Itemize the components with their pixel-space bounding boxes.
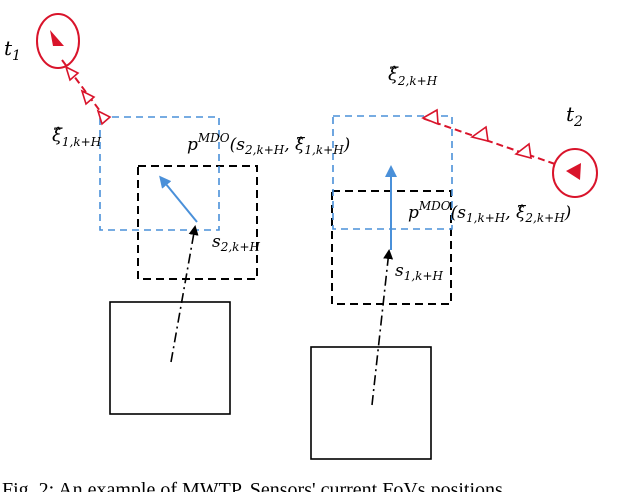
target-t1-trajectory-marker-2 bbox=[80, 89, 96, 106]
label-t2: t2 bbox=[566, 102, 583, 130]
predicted-fov-sensor-2 bbox=[99, 116, 220, 231]
sensor-1-motion-arrow bbox=[371, 249, 394, 406]
target-t1-trajectory-marker-3 bbox=[96, 109, 112, 126]
target-t2-trajectory-marker-1 bbox=[514, 142, 532, 160]
label-s-2: s2,k+H bbox=[212, 232, 261, 254]
label-t1: t1 bbox=[4, 36, 21, 64]
sensor-2-motion-arrow bbox=[170, 225, 199, 363]
target-t2-marker bbox=[566, 163, 581, 180]
target-t2 bbox=[421, 108, 598, 198]
figure-caption: Fig. 2: An example of MWTP. Sensors' cur… bbox=[2, 479, 503, 492]
label-pmdo-2: pMDO(s1,k+H, ξ̂2,k+H) bbox=[408, 199, 571, 225]
target-t1-marker bbox=[50, 30, 64, 46]
label-xi-2: ξ̂2,k+H bbox=[388, 64, 438, 88]
target-t2-trajectory-marker-3 bbox=[421, 108, 439, 126]
sensor-2-body bbox=[109, 301, 231, 415]
predicted-fov-sensor-1 bbox=[332, 115, 453, 230]
current-fov-sensor-2 bbox=[137, 165, 258, 280]
target-t1 bbox=[36, 13, 112, 126]
sensor-1-body bbox=[310, 346, 432, 460]
target-t1-trajectory-marker-1 bbox=[64, 65, 80, 82]
target-t2-trajectory-marker-2 bbox=[470, 125, 489, 143]
target-t2-circle bbox=[552, 148, 598, 198]
sensor-2-heading-arrow bbox=[159, 175, 198, 223]
target-t1-circle bbox=[36, 13, 80, 69]
label-pmdo-1: pMDO(s2,k+H, ξ̂1,k+H) bbox=[187, 131, 350, 157]
label-s-1: s1,k+H bbox=[395, 261, 444, 283]
label-xi-1: ξ̂1,k+H bbox=[52, 125, 102, 149]
